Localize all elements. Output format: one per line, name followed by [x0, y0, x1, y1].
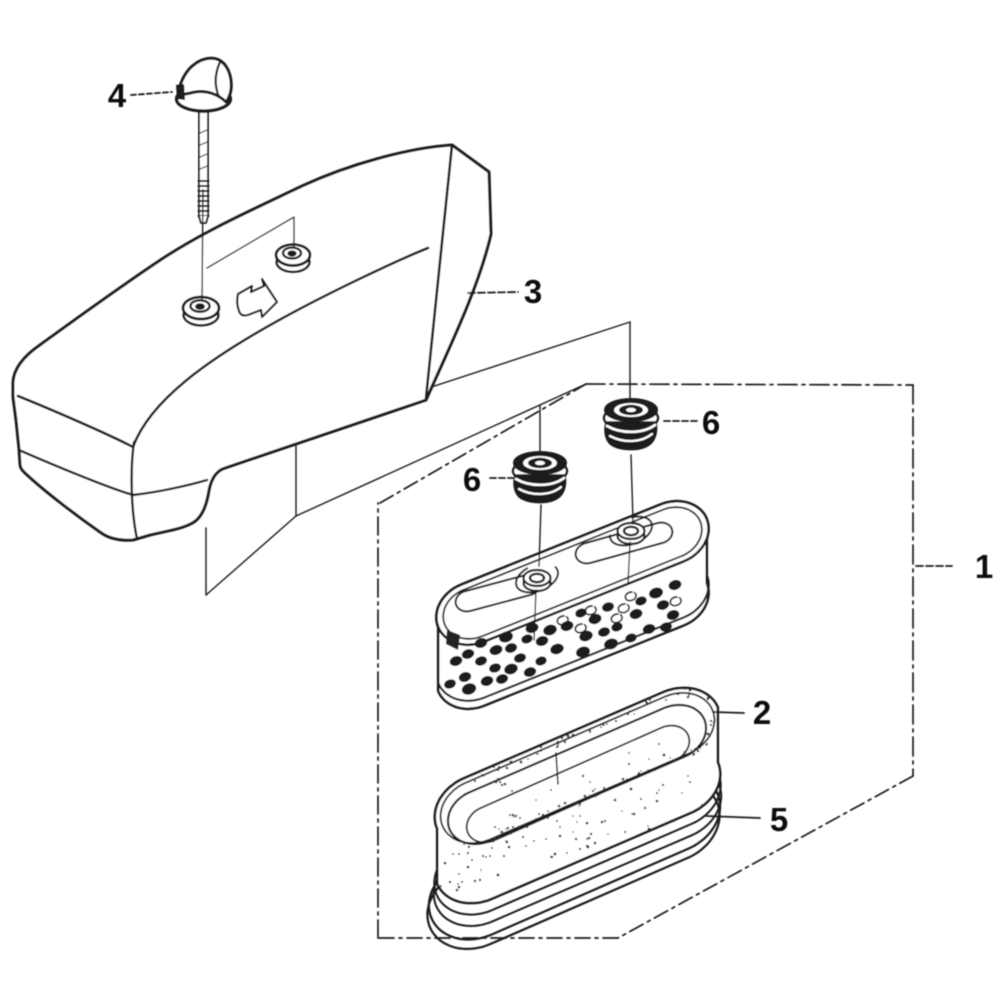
svg-text:4: 4 — [108, 77, 127, 114]
svg-text:1: 1 — [975, 548, 993, 585]
svg-text:6: 6 — [463, 461, 481, 498]
svg-text:6: 6 — [702, 404, 720, 441]
svg-text:2: 2 — [753, 694, 771, 731]
svg-text:5: 5 — [770, 801, 788, 838]
svg-text:3: 3 — [524, 273, 542, 310]
